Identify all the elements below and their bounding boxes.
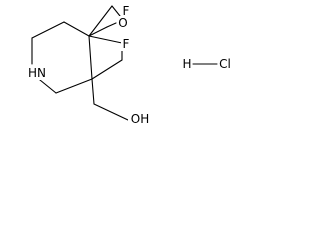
atom-hydroxyl: OH xyxy=(128,112,152,126)
atom-label-hydroxyl: OH xyxy=(131,112,149,126)
bond-quaternary-to-ch2oh xyxy=(91,78,95,105)
atom-label-fluorine-top: F xyxy=(123,4,130,18)
atom-label-chlorine: Cl xyxy=(219,57,231,71)
bond-n-to-ch2 xyxy=(39,79,57,94)
bond-ch2-to-bridgehead xyxy=(88,26,108,37)
atom-fluorine-top: F xyxy=(121,4,131,18)
bond-ch2-to-quaternary-right xyxy=(91,59,123,80)
atom-fluorine-mid: F xyxy=(121,37,131,51)
bond-oxygen-to-ch2 xyxy=(106,22,117,28)
bond-skeleton xyxy=(31,5,129,121)
atom-label-nitrogen: HN xyxy=(28,66,46,80)
bond-bridgehead-to-fluorine-mid xyxy=(88,35,123,44)
atom-label-hydrogen: H xyxy=(182,57,191,71)
atom-label-oxygen-bridge: O xyxy=(118,16,127,30)
bond-bridgehead-to-ring-top xyxy=(63,21,90,37)
atom-label-fluorine-mid: F xyxy=(123,37,130,51)
atom-nitrogen: HN xyxy=(26,66,48,80)
salt-chlorine: Cl xyxy=(219,57,231,71)
salt-hydrogen: H xyxy=(182,57,191,71)
bond-ring-top-left xyxy=(31,21,65,39)
bond-cf2-to-fluorine-top xyxy=(111,5,121,17)
atom-oxygen-bridge: O xyxy=(117,16,130,30)
bond-bridgehead-to-quaternary xyxy=(88,35,93,80)
bond-ch2oh-to-hydroxyl xyxy=(93,103,129,121)
chemical-structure-diagram: F O F HN OH H Cl xyxy=(26,4,231,126)
bond-ch2-to-quaternary xyxy=(55,78,93,94)
bond-bridgehead-to-cf2 xyxy=(88,5,113,37)
